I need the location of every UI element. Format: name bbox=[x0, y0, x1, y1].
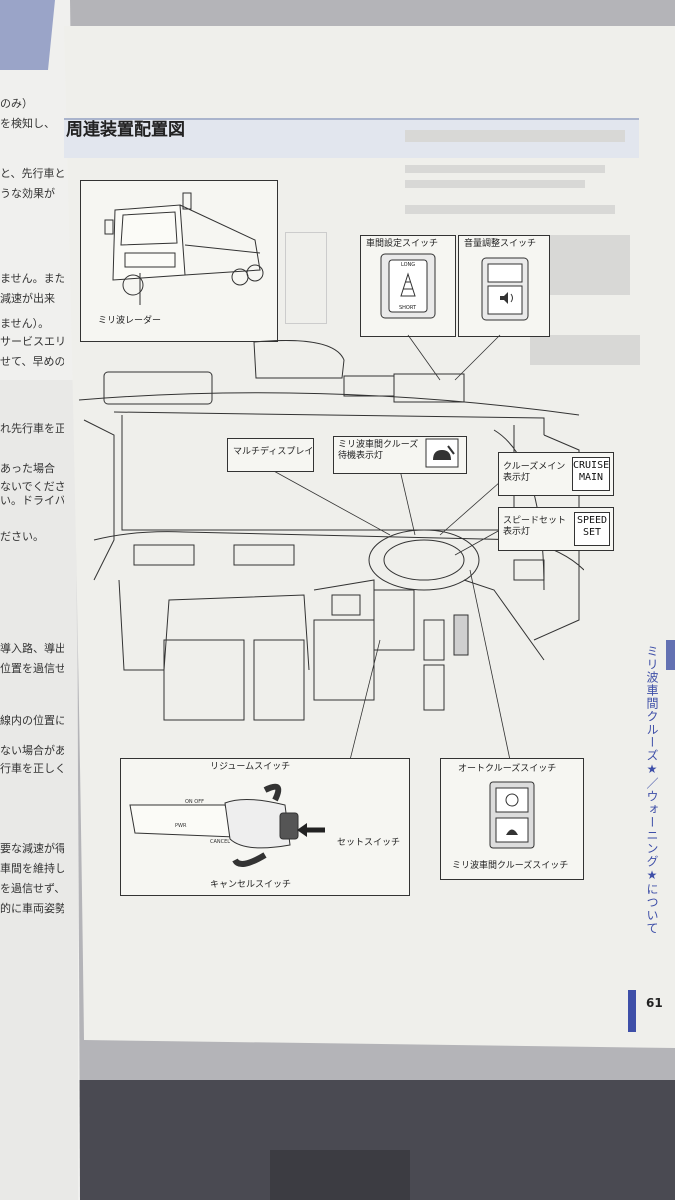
left-page-line: ないでくださ bbox=[0, 480, 64, 493]
left-page-line: れ先行車を正 bbox=[0, 422, 64, 435]
left-page-line: 線内の位置によ bbox=[0, 714, 64, 727]
standby-lamp-label: ミリ波車間クルーズ 待機表示灯 bbox=[338, 440, 419, 461]
speed-set-indicator: SPEED SET bbox=[574, 512, 610, 546]
left-page-line: あった場合 bbox=[0, 462, 55, 475]
multi-display-box bbox=[227, 438, 314, 472]
side-tab-label: ミリ波車間クルーズ★／ウォーニング★について bbox=[645, 645, 659, 935]
truck-illustration bbox=[104, 192, 264, 305]
cruise-lever-illustration: ON OFF PWR CANCEL bbox=[129, 783, 325, 867]
left-page-line: サービスエリ bbox=[0, 335, 64, 348]
left-page-line: 位置を過信せず bbox=[0, 662, 64, 675]
cruise-main-indicator: CRUISE MAIN bbox=[572, 457, 610, 491]
left-page-line: 減速が出来 bbox=[0, 292, 55, 305]
cruise-main-label: クルーズメイン 表示灯 bbox=[503, 462, 566, 483]
left-page-line: ません。また bbox=[0, 272, 64, 285]
auto-cruise-switch-label: オートクルーズスイッチ bbox=[458, 764, 557, 774]
svg-text:ON OFF: ON OFF bbox=[185, 799, 204, 805]
section-title: 周連装置配置図 bbox=[66, 120, 185, 140]
left-page-line: と、先行車と bbox=[0, 167, 64, 180]
volume-switch-icon bbox=[481, 257, 529, 321]
left-page-line: 行車を正しく検 bbox=[0, 762, 64, 775]
auto-cruise-switch-icon bbox=[489, 781, 535, 849]
left-page-line: せて、早めの bbox=[0, 355, 64, 368]
left-page-line: ださい。 bbox=[0, 530, 44, 543]
left-page-line: を検知し、 bbox=[0, 117, 55, 130]
svg-text:PWR: PWR bbox=[175, 823, 187, 829]
left-page-line: 導入路、導出 bbox=[0, 642, 64, 655]
left-page-line: を過信せず、安全 bbox=[0, 882, 64, 895]
headway-short-label: SHORT bbox=[399, 305, 417, 311]
left-page-line: ない場合があります bbox=[0, 744, 64, 757]
left-page-line: のみ） bbox=[0, 97, 33, 110]
cancel-switch-label: キャンセルスイッチ bbox=[210, 880, 292, 890]
left-page-line: うな効果が bbox=[0, 187, 55, 200]
svg-text:CANCEL: CANCEL bbox=[210, 839, 230, 845]
headway-long-label: LONG bbox=[401, 262, 416, 268]
left-page-line: 的に車両姿勢 bbox=[0, 902, 64, 915]
left-page-line: ません）。 bbox=[0, 317, 50, 330]
radar-caption: ミリ波レーダー bbox=[98, 316, 162, 326]
resume-switch-label: リジュームスイッチ bbox=[210, 762, 291, 772]
dashboard-illustration bbox=[78, 340, 584, 721]
set-switch-label: セットスイッチ bbox=[337, 838, 401, 848]
speed-set-label: スピードセット 表示灯 bbox=[503, 516, 567, 537]
standby-lamp-icon bbox=[425, 438, 459, 468]
multi-display-label: マルチディスプレイ bbox=[233, 447, 314, 457]
left-page-line: い。ドライバー bbox=[0, 494, 64, 507]
headway-switch-icon bbox=[380, 253, 436, 319]
headway-switch-title: 車間設定スイッチ bbox=[366, 239, 439, 249]
ghost-box bbox=[285, 232, 327, 324]
page-number: 61 bbox=[646, 996, 663, 1010]
left-page-line: 車間を維持して bbox=[0, 862, 64, 875]
volume-switch-title: 音量調整スイッチ bbox=[464, 239, 537, 249]
left-page-line: 要な減速が得ら bbox=[0, 842, 64, 855]
mw-cruise-switch-label: ミリ波車間クルーズスイッチ bbox=[452, 861, 569, 871]
